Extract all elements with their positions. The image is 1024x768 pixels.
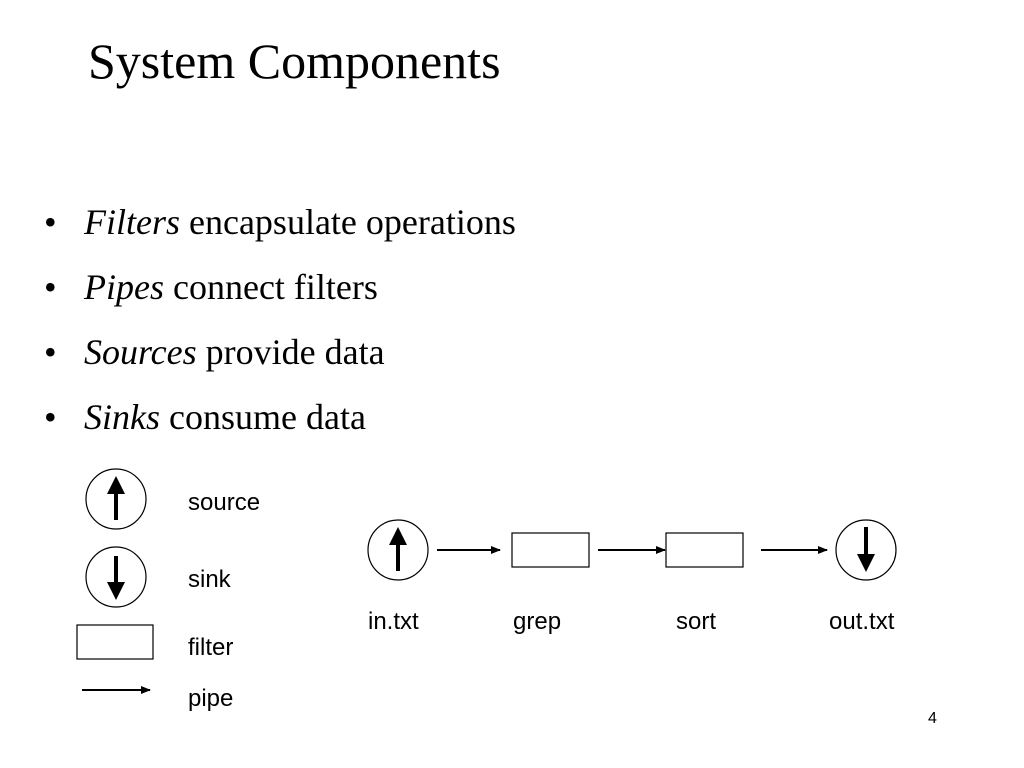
legend-source-icon: [85, 468, 147, 530]
bullet-item-sinks: • Sinks consume data: [44, 385, 516, 450]
bullet-list: • Filters encapsulate operations • Pipes…: [44, 190, 516, 450]
pipeline-input-label: in.txt: [368, 608, 419, 635]
bullet-text: consume data: [160, 397, 366, 437]
pipeline-filter1-label: grep: [513, 608, 562, 635]
bullet-item-pipes: • Pipes connect filters: [44, 255, 516, 320]
page-number: 4: [928, 710, 937, 727]
pipeline-filter-grep: [511, 532, 590, 568]
pipeline-output-label: out.txt: [829, 608, 895, 635]
bullet-text: connect filters: [163, 267, 378, 307]
pipeline-filter2-label: sort: [676, 608, 717, 635]
pipeline-source-icon: [367, 519, 429, 581]
pipeline-filter-sort: [665, 532, 744, 568]
bullet-item-filters: • Filters encapsulate operations: [44, 190, 516, 255]
legend-sink-label: sink: [188, 566, 231, 593]
bullet-term: Sinks: [84, 397, 160, 437]
bullet-term: Filters: [84, 202, 180, 242]
legend-filter-label: filter: [188, 634, 234, 661]
bullet-term: Pipes: [84, 267, 164, 307]
legend-filter-icon: [76, 624, 154, 660]
bullet-text: provide data: [196, 332, 385, 372]
bullet-marker: •: [44, 267, 57, 307]
bullet-marker: •: [44, 332, 57, 372]
bullet-marker: •: [44, 202, 57, 242]
bullet-text: encapsulate operations: [180, 202, 516, 242]
bullet-item-sources: • Sources provide data: [44, 320, 516, 385]
bullet-term: Sources: [84, 332, 197, 372]
legend-source-label: source: [188, 489, 261, 516]
slide-title: System Components: [88, 33, 501, 89]
legend-pipe-label: pipe: [188, 685, 234, 712]
legend-sink-icon: [85, 546, 147, 608]
bullet-marker: •: [44, 397, 57, 437]
pipeline-sink-icon: [835, 519, 897, 581]
